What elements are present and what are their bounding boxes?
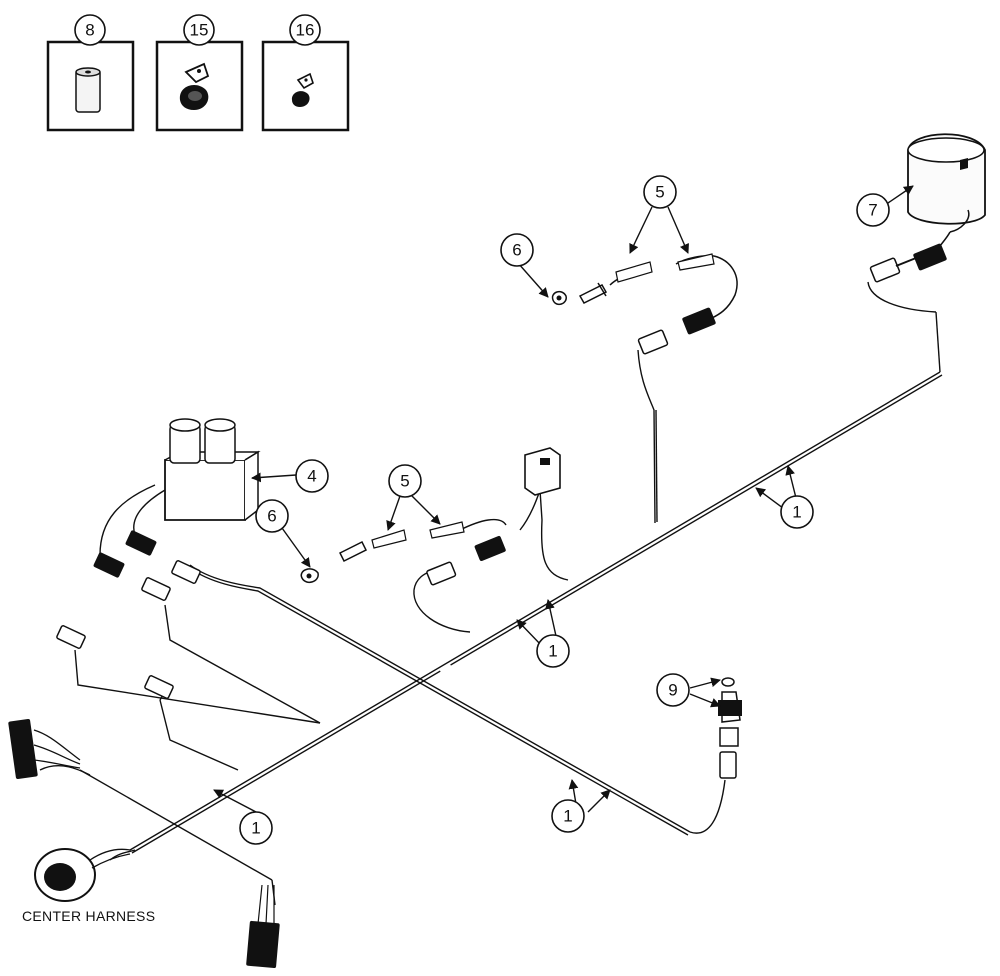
main-harness-lines [39, 281, 943, 906]
clamp-large-icon [179, 62, 210, 110]
callout-1-right: 1 [792, 503, 801, 522]
trunk-breaks [439, 464, 771, 822]
canister-component [869, 133, 986, 283]
callout-5-lower: 5 [400, 472, 409, 491]
sensor-upper [551, 253, 738, 355]
part-box-15 [155, 40, 244, 132]
callout-6-lower: 6 [267, 507, 276, 526]
center-harness-connectors [8, 719, 280, 969]
callout-arrows [213, 185, 914, 813]
callout-5-upper: 5 [655, 183, 664, 202]
callout-6-upper: 6 [512, 241, 521, 260]
callout-15: 15 [190, 21, 209, 40]
part-box-16 [261, 40, 350, 132]
callout-1-left: 1 [251, 819, 260, 838]
switch-component [718, 677, 742, 779]
callout-1-lower: 1 [563, 807, 572, 826]
part-box-8 [46, 40, 135, 132]
callout-16: 16 [296, 21, 315, 40]
loose-connectors [56, 625, 174, 699]
callout-7: 7 [868, 201, 877, 220]
solenoid-block [93, 418, 261, 601]
callout-circles [74, 14, 890, 845]
callout-8: 8 [85, 21, 94, 40]
connector-icon [869, 243, 947, 283]
box-connector [524, 447, 561, 496]
callout-1-center: 1 [548, 642, 557, 661]
callout-9: 9 [668, 681, 677, 700]
spacer-icon [75, 67, 101, 113]
callout-4: 4 [307, 467, 316, 486]
callout-labels: 8 15 16 7 6 5 4 6 5 1 1 9 1 1 [85, 21, 877, 838]
center-harness-caption: CENTER HARNESS [22, 908, 156, 924]
sensor-lower [300, 521, 506, 586]
clamp-small-icon [291, 72, 314, 107]
